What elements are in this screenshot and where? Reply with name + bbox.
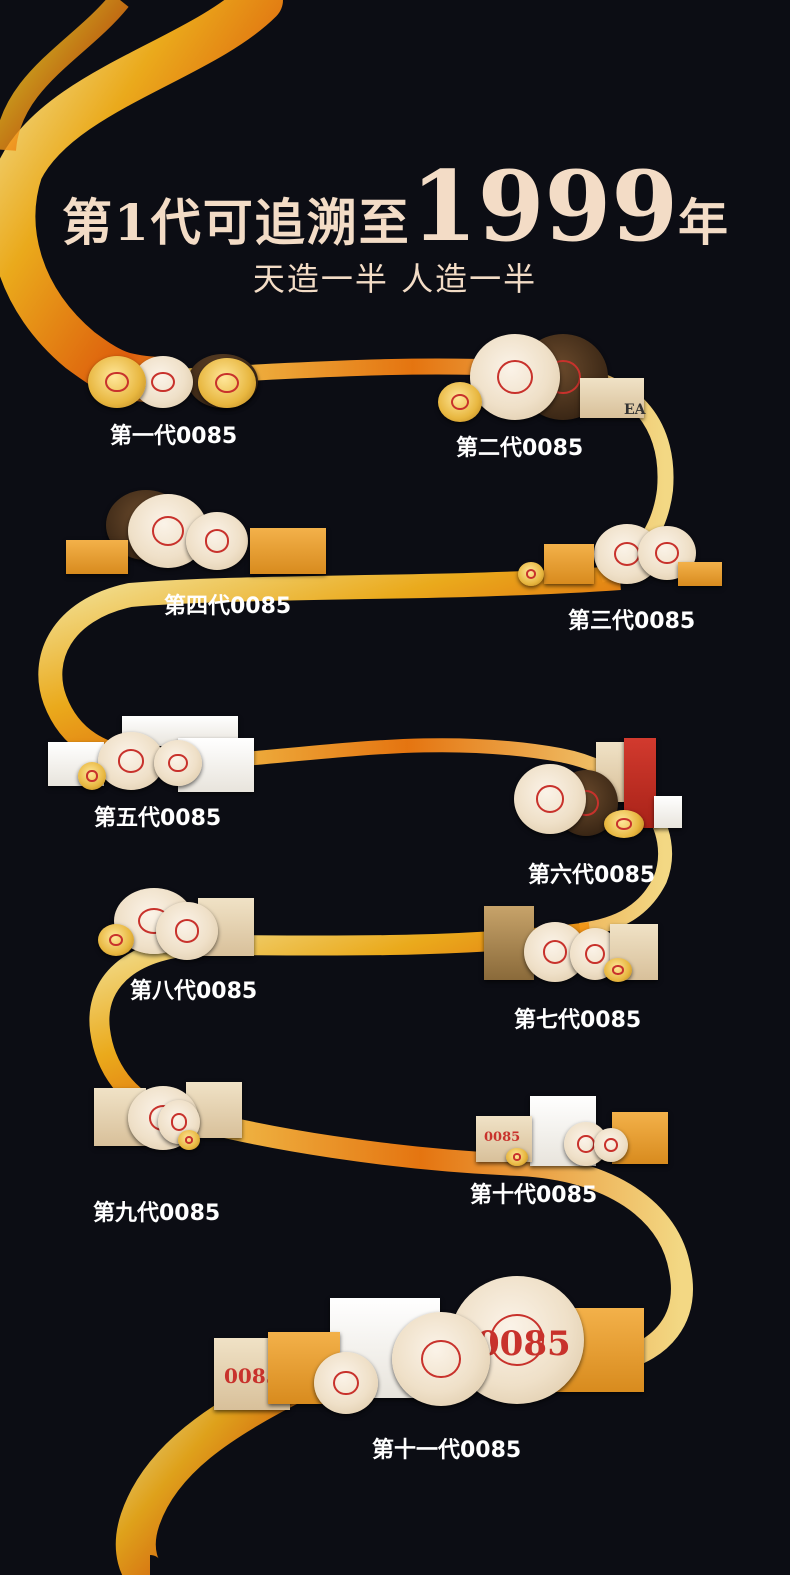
headline: 第1代可追溯至1999年: [0, 150, 790, 263]
generation-label-4: 第四代0085: [164, 594, 292, 619]
headline-suffix: 年: [677, 193, 728, 252]
cake-code-mark: 0085: [476, 1324, 571, 1364]
product-gen-1: [88, 352, 268, 412]
generation-label-5: 第五代0085: [94, 806, 222, 831]
generation-label-7: 第七代0085: [514, 1008, 642, 1033]
generation-label-10: 第十代0085: [470, 1183, 598, 1208]
product-gen-7: [484, 902, 660, 986]
product-gen-4: [66, 490, 331, 580]
product-gen-6: [514, 738, 684, 840]
product-gen-3: [518, 522, 724, 588]
generation-label-3: 第三代0085: [568, 609, 696, 634]
product-gen-5: [48, 716, 254, 792]
generation-label-2: 第二代0085: [456, 436, 584, 461]
subtitle: 天造一半 人造一半: [252, 260, 538, 298]
package-ea-mark: EA: [624, 402, 646, 418]
product-gen-10: 0085: [476, 1068, 668, 1168]
headline-year: 1999: [410, 150, 678, 263]
product-gen-9: [94, 1082, 244, 1154]
generation-label-11: 第十一代0085: [372, 1438, 522, 1463]
product-gen-11: 0085 0085: [214, 1228, 646, 1416]
package-code-mark: 0085: [484, 1130, 521, 1145]
generation-label-9: 第九代0085: [93, 1201, 221, 1226]
generation-label-1: 第一代0085: [110, 424, 238, 449]
product-gen-8: [98, 888, 258, 964]
generation-label-6: 第六代0085: [528, 863, 656, 888]
generation-label-8: 第八代0085: [130, 979, 258, 1004]
product-gen-2: EA: [438, 334, 648, 424]
headline-prefix: 第1代可追溯至: [62, 193, 411, 252]
